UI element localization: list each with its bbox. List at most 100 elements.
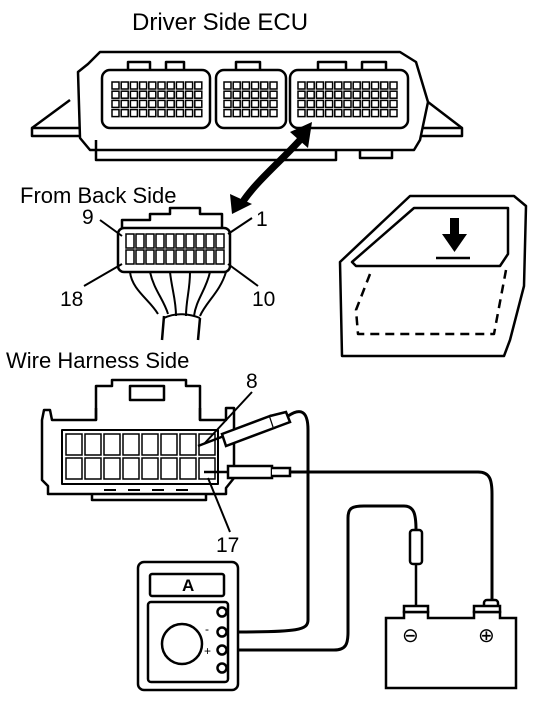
- ecu-right-cavity: [334, 90, 343, 99]
- back-cavity: [165, 233, 175, 249]
- back-cavity: [195, 233, 205, 249]
- ecu-left-cavity: [138, 108, 148, 118]
- ecu-left-cavity: [157, 108, 166, 118]
- ecu-middle-cavity: [269, 90, 278, 99]
- ecu-left-cavity: [148, 99, 157, 109]
- ecu-right-cavity: [324, 99, 334, 109]
- door-hidden-panel: [354, 269, 508, 336]
- multimeter-dial-icon: [160, 622, 204, 666]
- ecu-middle-cavity: [260, 81, 269, 90]
- ecu-middle-cavity: [241, 99, 251, 109]
- harness-cavity: [122, 433, 140, 456]
- ecu-left-cavity: [194, 81, 203, 90]
- back-cavity: [215, 249, 225, 265]
- ecu-right-cavity: [297, 90, 306, 99]
- ecu-left-cavity: [138, 99, 148, 109]
- back-cavity: [165, 249, 175, 265]
- ecu-right-cavity: [297, 108, 306, 118]
- ecu-middle-cavity: [241, 90, 251, 99]
- ecu-left-cavity: [194, 108, 203, 118]
- ecu-right-cavity: [315, 81, 325, 90]
- ecu-right-cavity: [315, 90, 325, 99]
- ecu-middle-cavity: [269, 99, 278, 109]
- ecu-right-cavity: [389, 99, 398, 109]
- ecu-left-cavity: [157, 90, 166, 99]
- ecu-left-cavity: [175, 108, 185, 118]
- wire-lower-probe: [290, 470, 494, 602]
- ecu-right-cavity: [306, 90, 315, 99]
- ecu-left-cavity: [111, 81, 120, 90]
- ecu-right-cavity: [315, 108, 325, 118]
- ecu-right-cavity: [361, 90, 371, 99]
- battery-negative-terminal-icon: ⊖: [402, 625, 419, 647]
- ecu-right-cavity: [361, 81, 371, 90]
- back-cavity: [185, 249, 195, 265]
- door-illustration: [338, 194, 528, 358]
- ecu-left-cavity: [194, 99, 203, 109]
- ecu-left-cavity: [166, 81, 175, 90]
- ecu-left-cavity: [184, 108, 194, 118]
- ecu-right-cavity: [315, 99, 325, 109]
- ecu-right-cavity: [334, 108, 343, 118]
- back-cavity: [145, 233, 155, 249]
- ecu-middle-cavity: [223, 108, 232, 118]
- ecu-middle-cavity: [232, 108, 241, 118]
- back-cavity: [195, 249, 205, 265]
- ecu-left-cavity: [120, 90, 129, 99]
- ecu-right-cavity: [324, 108, 334, 118]
- ecu-right-cavity: [334, 81, 343, 90]
- ecu-right-cavity: [297, 99, 306, 109]
- multimeter-mode: A: [182, 576, 194, 595]
- label-from-back-side: From Back Side: [20, 183, 177, 208]
- back-cavity: [135, 249, 145, 265]
- ecu-middle-cavity: [260, 99, 269, 109]
- ecu-left-cavity: [157, 99, 166, 109]
- harness-cavity: [160, 433, 178, 456]
- harness-cavity: [160, 457, 178, 480]
- harness-cavity: [198, 457, 216, 480]
- ecu-right-cavity: [343, 99, 352, 109]
- ecu-right-cavity: [297, 81, 306, 90]
- ecu-left-cavity: [175, 81, 185, 90]
- harness-pin-label-8: 8: [246, 370, 258, 393]
- ecu-middle-cavity: [232, 81, 241, 90]
- ecu-right-cavity: [361, 108, 371, 118]
- ecu-middle-cavity: [223, 81, 232, 90]
- harness-cavity: [84, 433, 102, 456]
- ecu-middle-cavity: [260, 90, 269, 99]
- multimeter-display: [148, 572, 226, 598]
- ecu-left-cavity: [148, 108, 157, 118]
- ecu-right-cavity: [352, 90, 361, 99]
- harness-cavity: [122, 457, 140, 480]
- door-outline: [338, 194, 528, 358]
- harness-cavity: [141, 433, 159, 456]
- jack-1: [216, 606, 228, 618]
- wire-upper-probe: [235, 410, 310, 634]
- ecu-right-cavity: [324, 90, 334, 99]
- harness-leader-lines: [203, 391, 253, 533]
- back-cavity: [125, 249, 135, 265]
- door-window: [350, 206, 510, 268]
- title-driver-side-ecu: Driver Side ECU: [132, 9, 308, 36]
- multimeter-neg-symbol: -: [205, 622, 209, 636]
- jack-pos: [216, 644, 228, 656]
- zoom-arrow: [230, 122, 312, 214]
- ecu-left-cavity: [175, 99, 185, 109]
- ecu-middle-cavity: [269, 108, 278, 118]
- harness-cavity: [141, 457, 159, 480]
- back-cavity: [135, 233, 145, 249]
- ecu-left-cavity: [184, 90, 194, 99]
- harness-cavity: [65, 433, 83, 456]
- ecu-left-cavity: [148, 81, 157, 90]
- jack-com: [216, 626, 228, 638]
- ecu-left-cavity: [166, 108, 175, 118]
- harness-pin-grid: [65, 433, 216, 480]
- ecu-socket-left: [100, 68, 212, 130]
- ecu-pin-grids: [111, 81, 398, 118]
- ecu-middle-cavity: [250, 90, 260, 99]
- ecu-right-cavity: [306, 99, 315, 109]
- ecu-right-cavity: [343, 108, 352, 118]
- ecu-right-cavity: [343, 90, 352, 99]
- probe-upper: [197, 410, 292, 448]
